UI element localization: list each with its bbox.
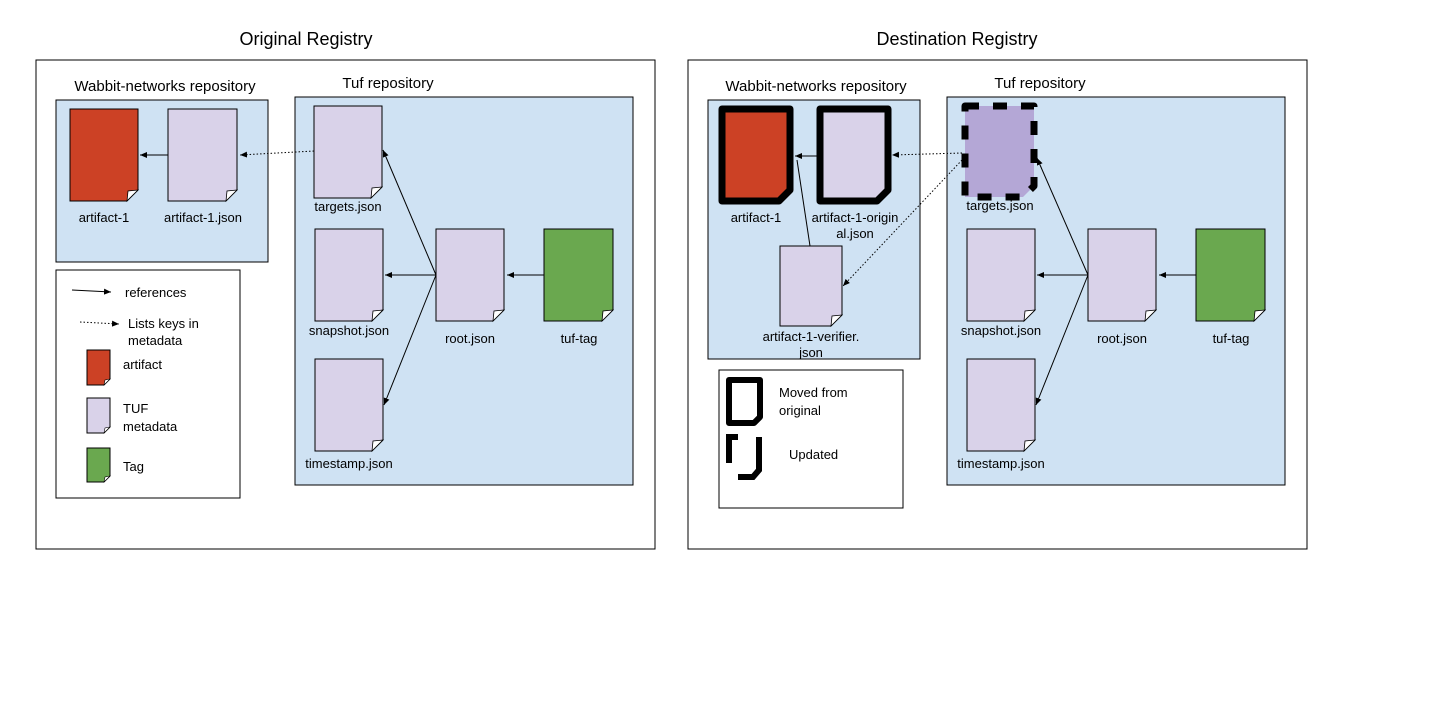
fold-corner <box>830 314 844 328</box>
original-artifact-label: artifact-1 <box>79 210 130 225</box>
destination-tuf-title: Tuf repository <box>994 75 1086 92</box>
original-artifact-doc <box>69 108 139 202</box>
destination-verifier-doc <box>779 245 843 327</box>
destination-original-json-line2: al.json <box>836 226 874 241</box>
dest-legend-moved-line1: Moved from <box>779 385 848 400</box>
fold-corner <box>1023 309 1037 323</box>
destination-timestamp-label: timestamp.json <box>957 456 1044 471</box>
keys-arrow-targets-to-verifier <box>842 159 963 287</box>
updated-dashed-border <box>961 102 1038 201</box>
destination-verifier-line2: json <box>798 345 823 360</box>
fold-corner <box>371 439 385 453</box>
moved-from-original-icon <box>726 377 763 426</box>
fold-corner <box>126 189 140 203</box>
updated-icon <box>726 434 762 480</box>
ref-arrow-root-to-timestamp <box>383 274 437 406</box>
fold-corner <box>370 186 384 200</box>
original-tuf-tag-doc <box>543 228 614 322</box>
original-wabbit-title: Wabbit-networks repository <box>74 78 256 95</box>
destination-snapshot-doc <box>966 228 1036 322</box>
fold-corner <box>601 309 615 323</box>
destination-wabbit-title: Wabbit-networks repository <box>725 78 907 95</box>
fold-corner <box>103 475 111 483</box>
legend-tuf-line2: metadata <box>123 419 178 434</box>
destination-targets-label: targets.json <box>966 198 1033 213</box>
ref-arrow-dest-root-to-targets <box>1036 157 1089 276</box>
fold-corner <box>103 378 111 386</box>
destination-original-json-doc-moved <box>816 105 892 205</box>
legend-lists-keys-line2: metadata <box>128 333 183 348</box>
dest-legend-moved-line2: original <box>779 403 821 418</box>
original-snapshot-label: snapshot.json <box>309 323 389 338</box>
destination-registry-title: Destination Registry <box>876 29 1037 49</box>
legend-references-text: references <box>125 285 187 300</box>
original-root-doc <box>435 228 505 322</box>
fold-corner <box>103 426 111 434</box>
fold-corner <box>225 189 239 203</box>
original-root-label: root.json <box>445 331 495 346</box>
destination-tuf-tag-doc <box>1195 228 1266 322</box>
destination-root-doc <box>1087 228 1157 322</box>
original-timestamp-label: timestamp.json <box>305 456 392 471</box>
original-artifact-json-doc <box>167 108 238 202</box>
ref-line-verifier-to-artifact <box>796 159 811 247</box>
legend-lists-keys-arrow <box>79 320 120 327</box>
fold-corner <box>371 309 385 323</box>
keys-arrow-targets-to-original-json <box>891 151 963 158</box>
fold-corner <box>1023 439 1037 453</box>
legend-tuf-line1: TUF <box>123 401 148 416</box>
destination-timestamp-doc <box>966 358 1036 452</box>
destination-root-label: root.json <box>1097 331 1147 346</box>
legend-lists-keys-line1: Lists keys in <box>128 316 199 331</box>
original-registry-title: Original Registry <box>239 29 372 49</box>
destination-snapshot-label: snapshot.json <box>961 323 1041 338</box>
original-timestamp-doc <box>314 358 384 452</box>
destination-artifact-label: artifact-1 <box>731 210 782 225</box>
fold-corner <box>1144 309 1158 323</box>
dest-legend-updated: Updated <box>789 447 838 462</box>
original-tuf-tag-label: tuf-tag <box>561 331 598 346</box>
destination-original-json-line1: artifact-1-origin <box>812 210 899 225</box>
original-targets-label: targets.json <box>314 199 381 214</box>
destination-artifact-doc-moved <box>718 105 794 205</box>
fold-corner <box>492 309 506 323</box>
original-artifact-json-label: artifact-1.json <box>164 210 242 225</box>
legend-tag-text: Tag <box>123 459 144 474</box>
ref-arrow-root-to-targets <box>382 149 437 276</box>
original-tuf-title: Tuf repository <box>342 75 434 92</box>
original-targets-doc <box>313 105 383 199</box>
fold-corner <box>1253 309 1267 323</box>
original-snapshot-doc <box>314 228 384 322</box>
ref-arrow-dest-root-to-timestamp <box>1035 274 1089 406</box>
destination-verifier-line1: artifact-1-verifier. <box>763 329 860 344</box>
legend-artifact-text: artifact <box>123 357 162 372</box>
legend-box <box>55 269 241 499</box>
destination-targets-doc-updated <box>965 106 1034 197</box>
legend-references-arrow <box>71 288 112 295</box>
destination-tuf-tag-label: tuf-tag <box>1213 331 1250 346</box>
